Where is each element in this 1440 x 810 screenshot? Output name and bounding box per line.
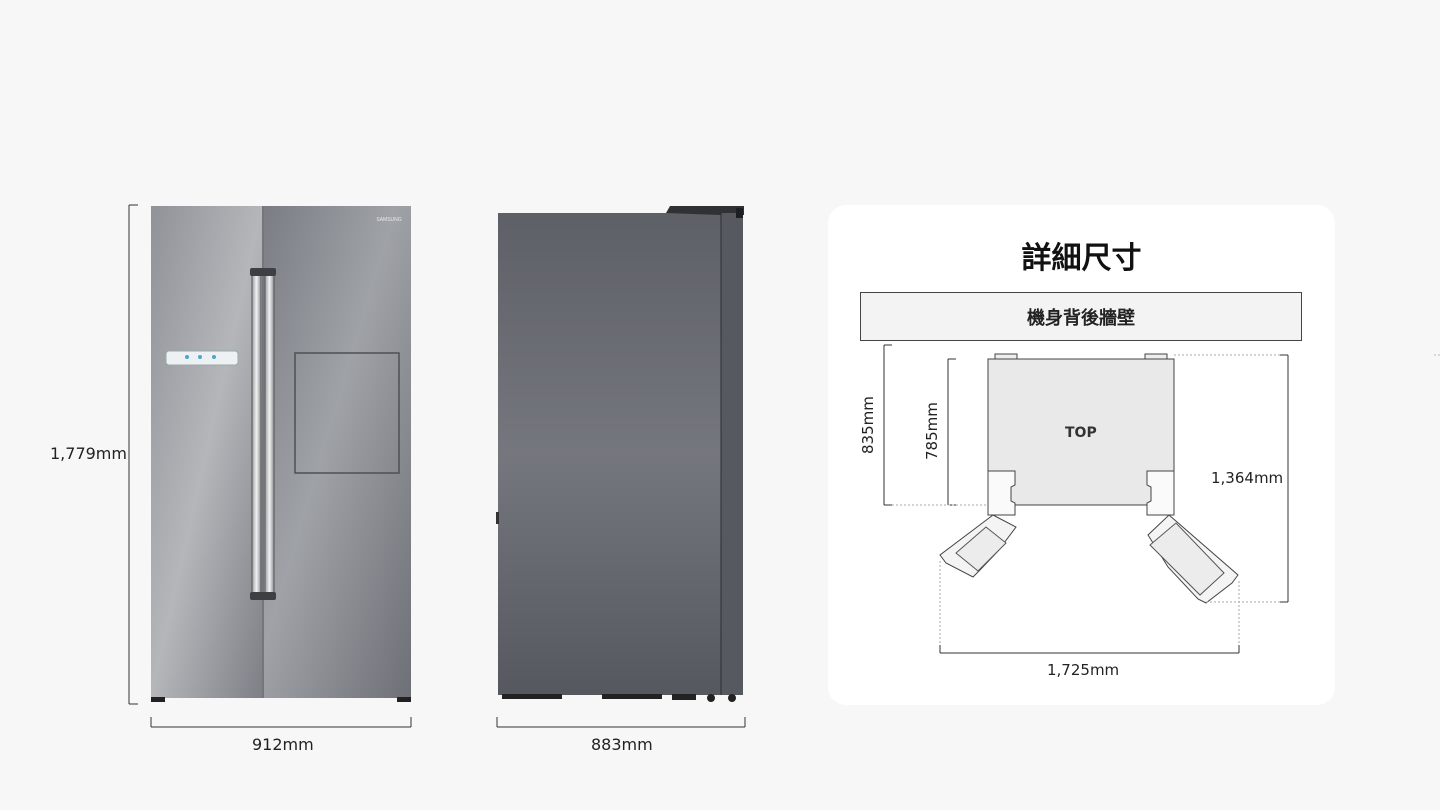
side-depth-label: 883mm [591, 735, 653, 754]
open-depth-label: 1,364mm [1211, 469, 1284, 487]
front-width-label: 912mm [252, 735, 314, 754]
side-view-fridge [496, 206, 744, 702]
left-door [151, 206, 262, 698]
rear-wall-label: 機身背後牆壁 [1027, 307, 1135, 329]
front-dimension-lines [128, 204, 412, 728]
top-view-body [987, 358, 1175, 506]
body-depth-label: 785mm [923, 402, 941, 460]
front-view-fridge [151, 206, 411, 702]
detail-dimension-card: 詳細尺寸 機身背後牆壁 [828, 205, 1335, 705]
depth-with-doors-label: 835mm [859, 396, 877, 454]
brand-logo: SAMSUNG [376, 217, 401, 223]
left-handle [251, 271, 262, 599]
top-label: TOP [1065, 425, 1097, 441]
side-door-edge [721, 213, 743, 695]
front-height-label: 1,779mm [50, 444, 127, 463]
right-handle [264, 271, 275, 599]
control-panel [165, 350, 239, 366]
side-dimension-lines [496, 717, 746, 728]
open-width-label: 1,725mm [1047, 661, 1120, 679]
card-title: 詳細尺寸 [1021, 241, 1142, 276]
rear-wall-box: 機身背後牆壁 [860, 292, 1302, 341]
homebar-door [294, 352, 400, 474]
right-door [264, 206, 411, 698]
side-body [498, 213, 721, 695]
top-view-diagram [883, 344, 1289, 654]
